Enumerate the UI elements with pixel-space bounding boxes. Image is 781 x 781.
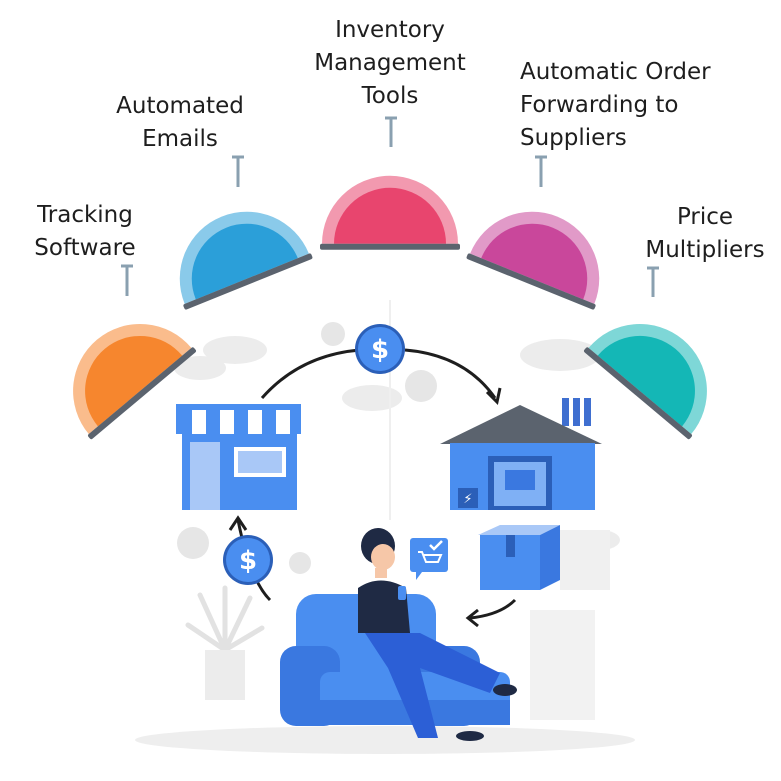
cart-check-icon (410, 538, 448, 580)
label-line: Price (676, 204, 734, 230)
label-line: Automatic Order (520, 59, 711, 85)
currency-symbol: $ (371, 335, 389, 365)
feature-label-forwarding: Automatic Order Forwarding to Suppliers (520, 56, 740, 155)
connector-tracking (121, 264, 133, 296)
label-line: Emails (142, 126, 218, 152)
feature-petal-emails (179, 211, 313, 310)
label-line: Automated (116, 93, 244, 119)
feature-petal-inventory (320, 175, 460, 250)
label-line: Suppliers (520, 125, 627, 151)
feature-label-inventory: Inventory Management Tools (300, 14, 480, 113)
label-line: Tracking (37, 202, 133, 228)
label-line: Forwarding to (520, 92, 679, 118)
warehouse-icon: ⚡ (440, 398, 602, 510)
package-box-icon (478, 525, 560, 590)
connector-emails (232, 155, 244, 187)
label-line: Tools (361, 83, 419, 109)
feature-petal-tracking (73, 324, 196, 440)
feature-petal-forwarding (466, 211, 600, 310)
store-icon (176, 404, 301, 510)
currency-symbol: $ (239, 546, 257, 576)
faded-coin-icon (177, 322, 437, 574)
label-line: Inventory (335, 17, 445, 43)
feature-petal-price (584, 324, 707, 440)
connector-forwarding (535, 155, 547, 187)
background-decoration (174, 300, 620, 720)
connector-inventory (385, 116, 397, 147)
label-line: Management (314, 50, 466, 76)
svg-text:⚡: ⚡ (463, 492, 472, 507)
feature-label-emails: Automated Emails (110, 90, 250, 156)
plant-icon (185, 585, 265, 700)
feature-label-tracking: Tracking Software (20, 199, 150, 265)
label-line: Software (34, 235, 136, 261)
label-line: Multipliers (645, 237, 765, 263)
floor-shadow (135, 726, 635, 754)
dollar-coin-icon: $ (355, 324, 405, 374)
dollar-coin-icon: $ (223, 535, 273, 585)
person-on-sofa-icon (280, 528, 517, 741)
connector-price (647, 266, 659, 297)
feature-label-price: Price Multipliers (635, 201, 775, 267)
